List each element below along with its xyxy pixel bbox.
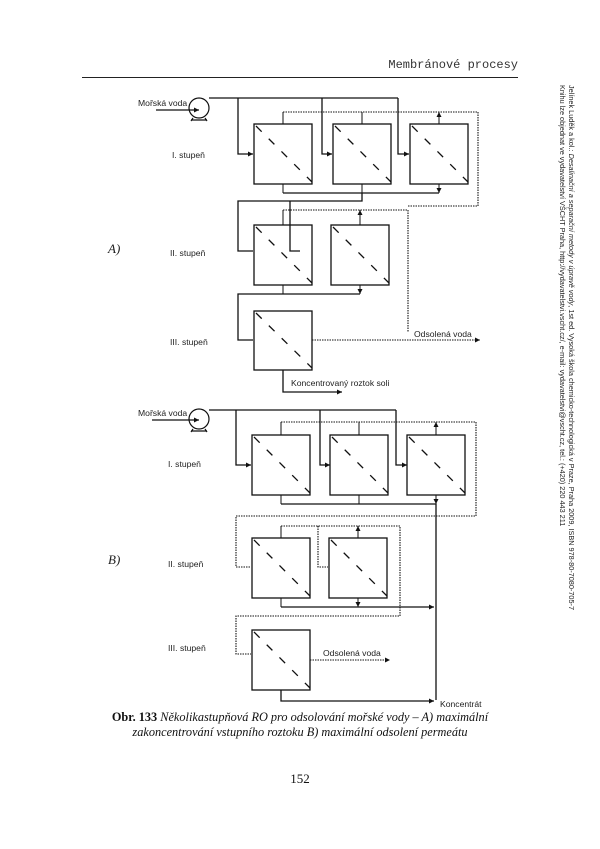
stage-1-label-a: I. stupeň bbox=[172, 150, 205, 160]
ro-module bbox=[330, 224, 390, 286]
page-number: 152 bbox=[290, 771, 310, 786]
ro-module bbox=[253, 123, 313, 185]
diagram-part-b: B) Mořská voda I. stupeň II. stupeň III.… bbox=[108, 408, 482, 709]
part-b-label: B) bbox=[108, 552, 120, 567]
figure-caption: Obr. 133 Několikastupňová RO pro odsolov… bbox=[100, 710, 500, 740]
ro-module bbox=[332, 123, 392, 185]
ro-module bbox=[329, 434, 389, 496]
pump-icon bbox=[188, 408, 210, 433]
figure-caption-text: Několikastupňová RO pro odsolování mořsk… bbox=[132, 710, 489, 739]
permeate-label-b: Odsolená voda bbox=[323, 648, 381, 658]
part-a-label: A) bbox=[107, 241, 120, 256]
concentrate-label-a: Koncentrovaný roztok soli bbox=[291, 378, 389, 388]
header-rule bbox=[82, 77, 518, 78]
ro-module bbox=[409, 123, 469, 185]
stage-3-label-a: III. stupeň bbox=[170, 337, 208, 347]
ro-module bbox=[251, 629, 311, 691]
ro-module bbox=[253, 310, 313, 371]
concentrate-label-b: Koncentrát bbox=[440, 699, 482, 709]
feed-label-b: Mořská voda bbox=[138, 408, 187, 418]
stage-2-label-b: II. stupeň bbox=[168, 559, 204, 569]
ro-module bbox=[406, 434, 466, 496]
ro-module bbox=[251, 434, 311, 496]
feed-label-a: Mořská voda bbox=[138, 98, 187, 108]
permeate-label-a: Odsolená voda bbox=[414, 329, 472, 339]
ro-module bbox=[251, 537, 311, 599]
stage-3-label-b: III. stupeň bbox=[168, 643, 206, 653]
stage-2-label-a: II. stupeň bbox=[170, 248, 206, 258]
figure-number: Obr. 133 bbox=[111, 710, 158, 724]
ro-module bbox=[328, 537, 388, 599]
running-head: Membránové procesy bbox=[388, 58, 518, 72]
pump-icon bbox=[188, 97, 210, 122]
ro-module bbox=[253, 224, 313, 286]
stage-1-label-b: I. stupeň bbox=[168, 459, 201, 469]
diagram-part-a: A) Mořská voda I. stupeň II. stupeň III.… bbox=[107, 97, 480, 395]
